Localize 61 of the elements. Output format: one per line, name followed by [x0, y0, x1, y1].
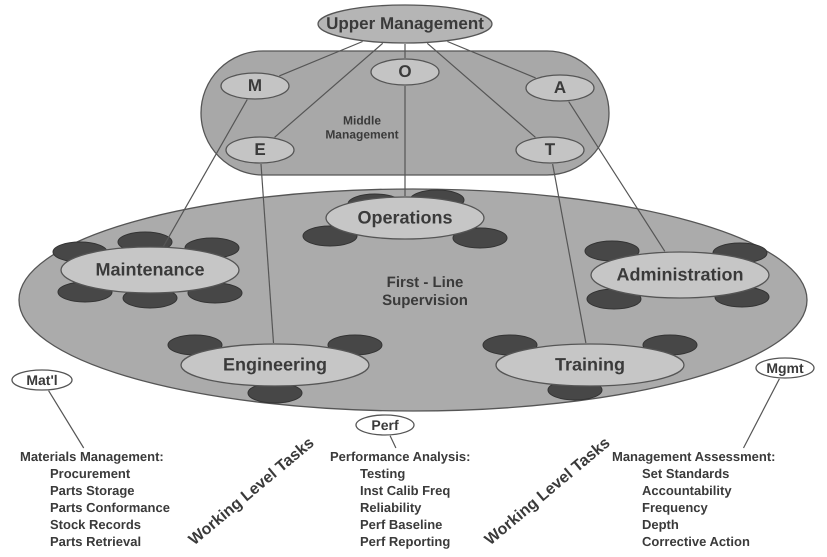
list-item: Corrective Action [641, 533, 750, 550]
list-item: Parts Conformance [49, 499, 170, 516]
function-ellipse [515, 136, 585, 164]
ellipse-label: Mat'l [26, 372, 58, 388]
function-ellipse [370, 58, 440, 86]
department-ellipse [495, 343, 685, 387]
list-item: Frequency [641, 499, 708, 516]
ellipse-label: First - Line Supervision [381, 274, 469, 310]
connector-line [404, 44, 406, 58]
department-ellipse [325, 196, 485, 240]
list-item: Inst Calib Freq [359, 482, 450, 499]
connector-line [568, 101, 666, 252]
ellipse-label: Engineering [223, 354, 327, 376]
ellipse-label: Upper Management [326, 14, 484, 34]
list-item: Testing [359, 465, 406, 482]
connector-line [404, 86, 406, 196]
list-item: Depth [641, 516, 679, 533]
ellipse-label: A [554, 78, 566, 98]
connector-line [274, 42, 384, 138]
ellipse-label: T [544, 140, 556, 160]
list-heading: Management Assessment: [612, 448, 776, 465]
list-item: Procurement [49, 465, 130, 482]
function-ellipse [525, 74, 595, 102]
list-item: Perf Reporting [359, 533, 450, 550]
connector-line [552, 164, 586, 344]
list-item: Perf Baseline [359, 516, 442, 533]
function-ellipse [220, 72, 290, 100]
ellipse-label: M [248, 76, 262, 96]
ellipse-label: E [254, 140, 266, 160]
ellipse-label: Operations [357, 208, 453, 228]
ellipse-label: Mgmt [766, 360, 804, 376]
department-ellipse [60, 246, 240, 294]
tag-ellipse [755, 357, 815, 379]
management-ellipse [317, 4, 493, 44]
ellipse-label: Maintenance [95, 260, 205, 280]
list-item: Accountability [641, 482, 732, 499]
list-item: Parts Retrieval [49, 533, 142, 550]
connector-line [279, 40, 363, 76]
department-ellipse [590, 251, 770, 299]
list-item: Set Standards [641, 465, 730, 482]
function-ellipse [225, 136, 295, 164]
ellipse-label: Perf [371, 417, 399, 433]
ellipse-label: Administration [616, 264, 744, 286]
connector-line [447, 40, 536, 78]
list-heading: Performance Analysis: [330, 448, 470, 465]
tag-ellipse [11, 369, 73, 391]
supervision-ellipse [18, 188, 808, 412]
connector-line [742, 378, 780, 448]
connector-line [426, 42, 536, 138]
ellipse-label: Training [555, 354, 625, 376]
connector-line [390, 436, 396, 448]
tag-ellipse [355, 414, 415, 436]
connector-line [260, 164, 274, 344]
connector-line [48, 390, 84, 448]
list-item: Reliability [359, 499, 422, 516]
department-ellipse [180, 343, 370, 387]
ellipse-label: Middle Management [324, 114, 400, 142]
ellipse-label: O [398, 62, 412, 82]
list-heading: Materials Management: [20, 448, 164, 465]
list-item: Parts Storage [49, 482, 135, 499]
list-item: Stock Records [49, 516, 142, 533]
